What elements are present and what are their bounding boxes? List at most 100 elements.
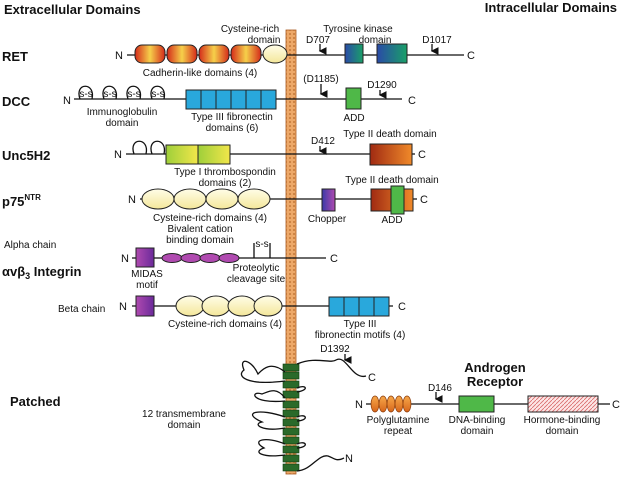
patched-name: Patched — [10, 394, 61, 409]
dcc-name: DCC — [2, 94, 31, 109]
beta-n-terminus: N — [119, 301, 127, 313]
beta-fn-label-line2: fibronectin motifs (4) — [315, 330, 406, 341]
cleavage-site-d146: D146 — [428, 383, 452, 394]
transmembrane-segment — [282, 371, 300, 380]
ig-label-line2: domain — [106, 118, 139, 129]
unc5h2-c-terminus: C — [418, 149, 426, 161]
polyq-repeat — [394, 395, 404, 413]
hormone-binding-domain — [527, 395, 599, 413]
extracellular-loop — [240, 360, 286, 383]
cysteine-rich-domain — [262, 44, 288, 64]
beta-fn-label-line1: Type III — [344, 319, 377, 330]
cadherin-domain — [166, 44, 198, 64]
proteolytic-label-line2: cleavage site — [227, 274, 286, 285]
disulfide-label: s-s — [103, 89, 116, 100]
cadherin-label: Cadherin-like domains (4) — [143, 68, 258, 79]
cleavage-site-d1290: D1290 — [367, 80, 397, 91]
integrin-protein: αvβ3 Integrin Alpha chain N C s-s Bivale… — [2, 224, 406, 341]
p75ntr-protein: p75NTR N C Type II death domain Cysteine… — [2, 175, 439, 226]
cys-rich-label-line1: Cysteine-rich — [221, 24, 279, 35]
ig-label-line1: Immunoglobulin — [87, 107, 158, 118]
add-label: ADD — [381, 215, 402, 226]
p75-c-terminus: C — [420, 194, 428, 206]
disulfide-label: s-s — [127, 89, 140, 100]
cleavage-site-d1392: D1392 — [320, 344, 350, 355]
transmembrane-segment — [282, 363, 300, 372]
cysteine-rich-domain — [237, 188, 271, 210]
transmembrane-segment — [282, 427, 300, 436]
proteolytic-label-line1: Proteolytic — [233, 263, 280, 274]
alpha-c-terminus: C — [330, 253, 338, 265]
cadherin-domain — [134, 44, 166, 64]
transmembrane-segment — [282, 436, 300, 445]
patched-protein: Patched C N D1392 12 transmembrane domai… — [10, 344, 376, 472]
ar-c-terminus: C — [612, 399, 620, 411]
dcc-c-terminus: C — [408, 95, 416, 107]
transmembrane-segment — [282, 400, 300, 409]
bivalent-label-line2: binding domain — [166, 235, 234, 246]
c-terminal-tail — [296, 358, 367, 377]
transmembrane-segment — [282, 445, 300, 454]
midas-label-line1: MIDAS — [131, 269, 163, 280]
ar-n-terminus: N — [355, 399, 363, 411]
ig-loop — [78, 85, 94, 100]
hormone-label-line1: Hormone-binding — [524, 415, 601, 426]
p75-name: p75NTR — [2, 193, 41, 209]
cleavage-site-d412: D412 — [311, 136, 335, 147]
p75-n-terminus: N — [128, 194, 136, 206]
polyq-label-line2: repeat — [384, 426, 413, 437]
intracellular-loop — [296, 442, 306, 449]
death-label: Type II death domain — [345, 175, 438, 186]
extracellular-loop — [254, 390, 286, 403]
fibronectin-domain — [260, 89, 277, 110]
dcc-n-terminus: N — [63, 95, 71, 107]
death-domain — [369, 143, 413, 166]
fibronectin-domain — [200, 89, 217, 110]
ret-c-terminus: C — [467, 50, 475, 62]
add-domain — [390, 185, 405, 215]
tk-label-line1: Tyrosine kinase — [323, 24, 393, 35]
tsp-label-line1: Type I thrombospondin — [174, 167, 276, 178]
cadherin-domain — [198, 44, 230, 64]
dna-binding-domain — [458, 395, 495, 413]
fibronectin-domain — [245, 89, 262, 110]
cation-binding-domain — [199, 253, 221, 263]
tm-label-line1: 12 transmembrane — [142, 409, 226, 420]
ret-name: RET — [2, 49, 28, 64]
cys-label: Cysteine-rich domains (4) — [153, 213, 267, 224]
cysteine-rich-domain — [141, 188, 175, 210]
cation-binding-domain — [161, 253, 183, 263]
tk-label-line2: domain — [359, 35, 392, 46]
cadherin-domain — [230, 44, 262, 64]
cysteine-rich-domain — [175, 295, 205, 317]
ig-loop — [102, 85, 118, 100]
patched-n-terminus: N — [345, 453, 353, 465]
chopper-label: Chopper — [308, 214, 347, 225]
intracellular-loop — [296, 415, 306, 422]
cell-membrane — [285, 29, 297, 475]
intracellular-header: Intracellular Domains — [485, 0, 617, 15]
dcc-protein: DCC N C s-s s-s s-s s-s Immunoglobulin d… — [2, 74, 416, 134]
disulfide-label: s-s — [79, 89, 92, 100]
add-label: ADD — [343, 113, 364, 124]
death-label: Type II death domain — [343, 129, 436, 140]
cysteine-rich-domain — [253, 295, 283, 317]
cysteine-rich-domain — [205, 188, 239, 210]
alpha-chain-label: Alpha chain — [4, 240, 56, 251]
extracellular-header: Extracellular Domains — [4, 2, 141, 17]
ret-protein: RET N C Cadherin-like domains (4) Cystei… — [2, 24, 475, 79]
midas-label-line2: motif — [136, 280, 158, 291]
fn-label-line2: domains (6) — [206, 123, 259, 134]
fibronectin-motif — [358, 296, 375, 317]
polyq-repeat — [370, 395, 380, 413]
polyq-label-line1: Polyglutamine — [367, 415, 430, 426]
disulfide-label: s-s — [151, 89, 164, 100]
tsp-label-line2: domains (2) — [199, 178, 252, 189]
bivalent-label-line1: Bivalent cation — [167, 224, 232, 235]
beta-c-terminus: C — [398, 301, 406, 313]
polyq-repeat — [378, 395, 388, 413]
fibronectin-motif — [328, 296, 345, 317]
transmembrane-segment — [282, 463, 300, 472]
transmembrane-segment — [282, 409, 300, 418]
